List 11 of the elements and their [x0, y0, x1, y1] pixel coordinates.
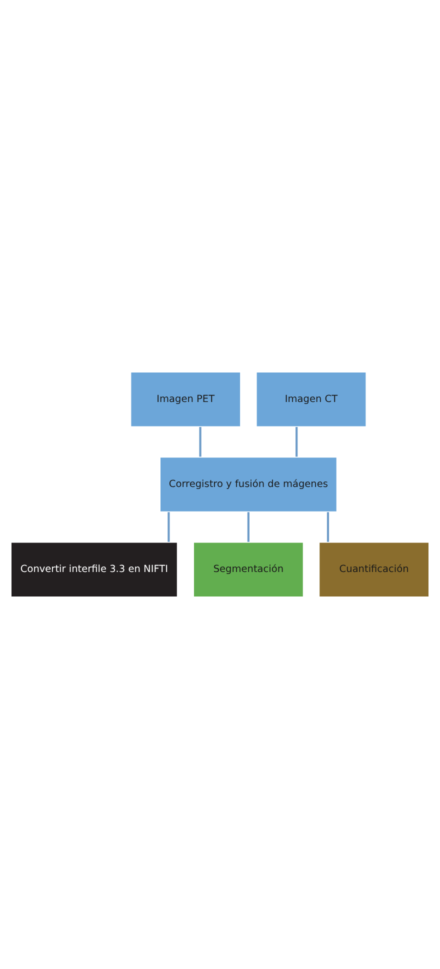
- node-box: Convertir interfile 3.3 en NIFTI: [10, 541, 178, 598]
- connector: [199, 427, 202, 457]
- node-box: Corregistro y fusión de mágenes: [159, 456, 338, 513]
- connector: [326, 512, 330, 542]
- node-box: Imagen CT: [255, 371, 368, 428]
- connector: [296, 427, 298, 457]
- node-box: Segmentación: [192, 541, 304, 598]
- connector: [168, 512, 170, 542]
- connector: [247, 512, 250, 542]
- node-box: Cuantificación: [318, 541, 430, 598]
- node-box: Imagen PET: [130, 371, 242, 428]
